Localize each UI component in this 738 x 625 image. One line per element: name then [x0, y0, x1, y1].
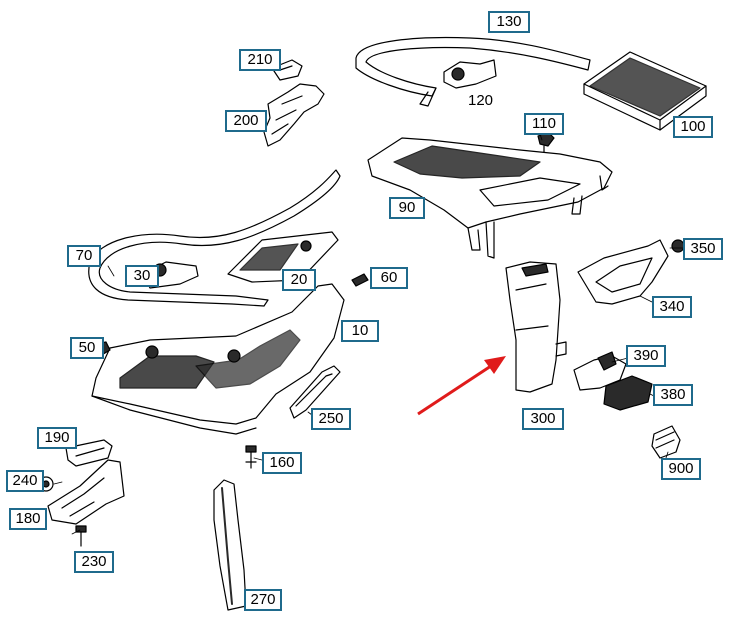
callout-10: 10 [341, 320, 379, 342]
label-120: 120 [468, 92, 494, 109]
callout-30: 30 [125, 265, 159, 287]
part-230-screw [75, 525, 87, 547]
callout-250: 250 [311, 408, 351, 430]
callout-90: 90 [389, 197, 425, 219]
part-130-seal-strip [355, 36, 591, 107]
highlight-arrow [417, 356, 506, 416]
callout-210: 210 [239, 49, 281, 71]
part-200-bracket [263, 83, 325, 147]
callout-900: 900 [661, 458, 701, 480]
callout-380: 380 [653, 384, 693, 406]
part-90-housing [367, 137, 613, 259]
part-180-bracket [47, 459, 125, 525]
callout-20: 20 [282, 269, 316, 291]
callout-60: 60 [370, 267, 408, 289]
callout-110: 110 [524, 113, 564, 135]
callout-130: 130 [488, 11, 530, 33]
part-100-cabin-filter [583, 51, 707, 131]
callout-300: 300 [522, 408, 564, 430]
part-60-screw [351, 273, 369, 287]
part-340-frame [577, 239, 669, 305]
part-380-module [603, 375, 653, 411]
callout-390: 390 [626, 345, 666, 367]
part-900-sensor [651, 425, 681, 459]
callout-200: 200 [225, 110, 267, 132]
callout-350: 350 [683, 238, 723, 260]
leader-lines [53, 65, 687, 535]
part-250-strip [289, 365, 341, 419]
part-190-bracket [65, 439, 113, 467]
part-10-cowl-panel [91, 283, 345, 435]
callout-160: 160 [262, 452, 302, 474]
callout-340: 340 [652, 296, 692, 318]
part-270-pillar [213, 479, 247, 611]
callout-70: 70 [67, 245, 101, 267]
part-120-mount [443, 59, 497, 89]
callout-180: 180 [9, 508, 47, 530]
part-300-duct [505, 261, 567, 393]
callout-190: 190 [37, 427, 77, 449]
part-160-screw [245, 445, 257, 469]
callout-270: 270 [244, 589, 282, 611]
part-390-bracket [573, 351, 627, 391]
callout-230: 230 [74, 551, 114, 573]
part-20-panel [227, 231, 339, 283]
callout-50: 50 [70, 337, 104, 359]
callout-240: 240 [6, 470, 44, 492]
part-70-seal [88, 169, 341, 307]
callout-100: 100 [673, 116, 713, 138]
